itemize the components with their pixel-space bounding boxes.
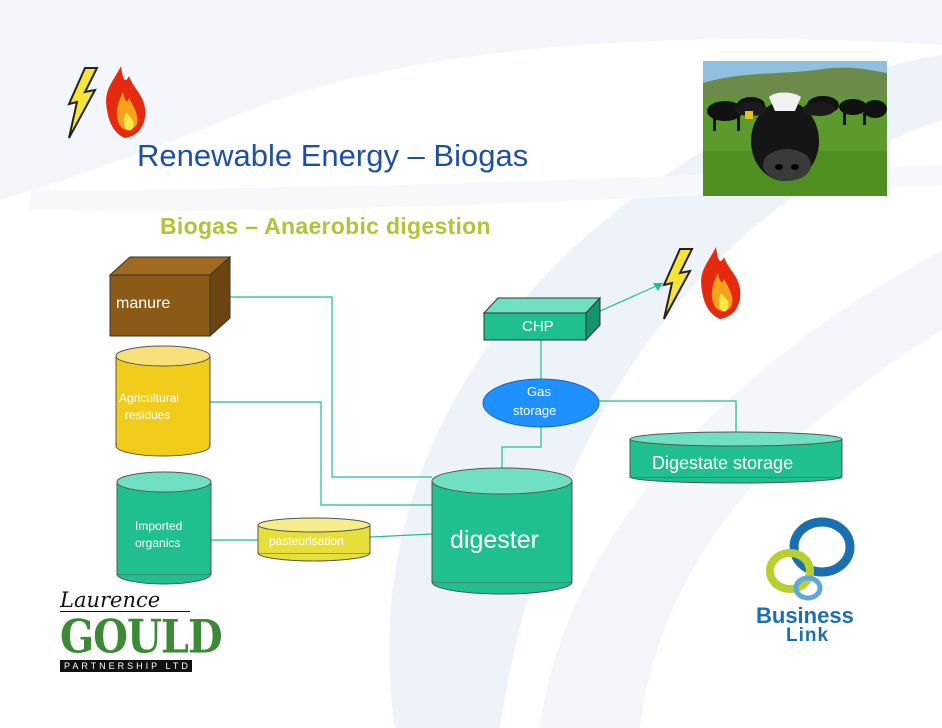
lightning-flame-icon <box>662 247 741 320</box>
gas-to-digestate-line <box>599 400 737 437</box>
gould-logo-main: GOULD <box>60 610 223 665</box>
pasteurisation-cylinder <box>257 517 371 562</box>
agricultural-residues-cylinder <box>115 345 211 457</box>
agricultural-label-line1: Agricultural <box>119 391 180 405</box>
gould-logo-script: Laurence <box>60 588 161 612</box>
gas-label-line1: Gas <box>527 384 551 399</box>
agricultural-label-line2: residues <box>125 408 171 422</box>
business-link-word2: Link <box>786 625 830 646</box>
pasteurisation-label: pasteurisation <box>269 534 344 548</box>
imported-organics-cylinder <box>116 471 212 585</box>
chp-box <box>482 296 602 342</box>
manure-box <box>108 255 232 338</box>
gas-storage-ellipse <box>482 378 600 428</box>
lightning-flame-icon <box>67 66 146 139</box>
imported-label-line1: Imported <box>135 519 183 533</box>
business-link-rings-icon <box>766 517 855 601</box>
manure-to-digester-line <box>230 296 432 478</box>
gould-logo-sub: PARTNERSHIP LTD <box>64 661 191 671</box>
agricultural-to-digester-line <box>209 401 432 506</box>
business-link-logo: Business Link <box>752 515 872 650</box>
diagram-subtitle: Biogas – Anaerobic digestion <box>160 213 491 239</box>
gas-label-line2: storage <box>513 403 557 418</box>
slide-title: Renewable Energy – Biogas <box>137 138 529 173</box>
manure-label: manure <box>116 295 171 312</box>
digestate-storage-label: Digestate storage <box>652 453 794 473</box>
chp-label: CHP <box>522 318 554 335</box>
cow-photo <box>703 61 887 196</box>
digester-cylinder <box>431 467 573 595</box>
digester-to-gas-line <box>501 427 542 469</box>
digestate-storage-cylinder <box>629 431 843 484</box>
chp-to-energy-arrow <box>597 282 664 313</box>
business-link-word1: Business <box>756 603 854 628</box>
digester-label: digester <box>450 526 539 554</box>
pasteurisation-to-digester-line <box>369 533 433 538</box>
imported-label-line2: organics <box>135 536 181 550</box>
gould-logo: Laurence GOULD PARTNERSHIP LTD <box>58 588 223 672</box>
